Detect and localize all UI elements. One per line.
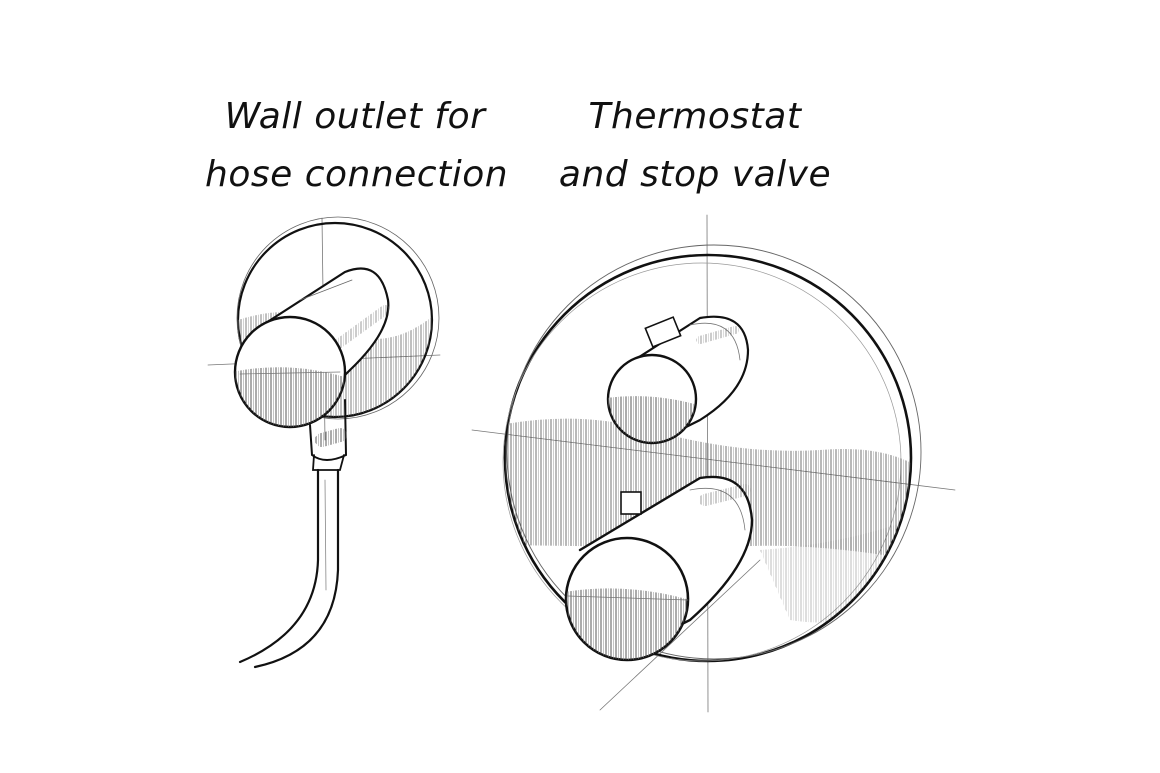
thermostat-caption-line-1: Thermostat	[588, 96, 802, 137]
wall-outlet-caption: Wall outlet for hose connection	[205, 88, 509, 204]
thermostat-sketch	[471, 214, 956, 713]
thermostat-caption: Thermostat and stop valve	[555, 88, 835, 204]
wall-outlet-caption-line-1: Wall outlet for	[224, 96, 486, 137]
wall-outlet-caption-line-2: hose connection	[205, 154, 509, 195]
wall-outlet-sketch	[207, 216, 441, 669]
thermostat-caption-line-2: and stop valve	[558, 154, 832, 195]
